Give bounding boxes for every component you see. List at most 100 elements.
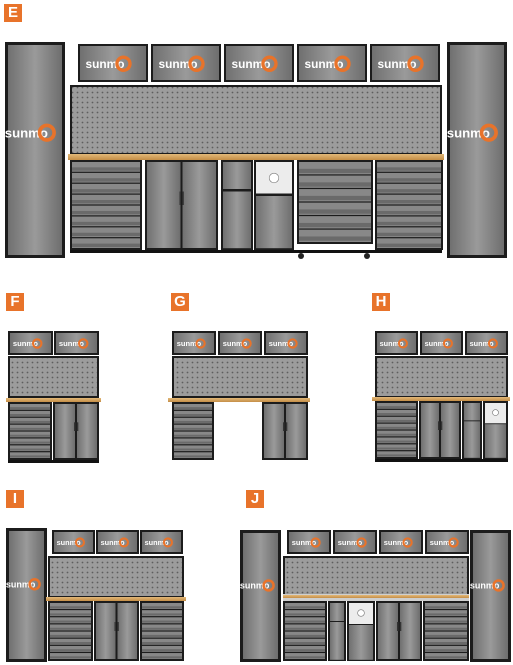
- tall-cabinet-door: [8, 45, 62, 255]
- drawer-cabinet: [375, 401, 418, 459]
- drawer-handle: [425, 613, 467, 616]
- drawer-handle: [425, 656, 467, 659]
- drawer: [377, 238, 441, 248]
- drawer-handle: [142, 634, 182, 637]
- top-cabinet-door: [153, 46, 219, 80]
- top-cabinet-door: [266, 333, 306, 353]
- drawer-handle: [72, 232, 140, 237]
- brand-logo: sunmo: [101, 538, 125, 547]
- top-cabinet-door: [80, 46, 146, 80]
- drawer: [142, 638, 182, 645]
- drawer-handle: [377, 167, 441, 171]
- top-cabinet-door: [98, 532, 137, 552]
- drawer: [142, 610, 182, 617]
- brand-logo: sunmo: [177, 339, 202, 348]
- drawer-handle: [72, 178, 140, 182]
- pegboard: [285, 558, 467, 594]
- drawer: [174, 438, 212, 445]
- caster-wheel: [298, 253, 304, 259]
- drawer-handle: [377, 178, 441, 182]
- top-cabinet-door: [10, 333, 51, 353]
- drawer: [174, 410, 212, 417]
- drawer-handle: [10, 434, 50, 437]
- small-door: [330, 622, 344, 660]
- drawer-handle: [142, 649, 182, 652]
- pegboard: [377, 358, 506, 396]
- brand-logo-mark: [31, 338, 43, 349]
- drawer-cabinet: [172, 402, 214, 460]
- brand-logo: sunmo: [425, 339, 449, 348]
- top-cabinet-door: [174, 333, 214, 353]
- drawer-handle: [142, 656, 182, 659]
- brand-logo: sunmo: [269, 339, 294, 348]
- brand-logo: sunmo: [380, 339, 404, 348]
- brand-logo: sunmo: [447, 125, 490, 140]
- paper-roll: [492, 409, 499, 416]
- drawer-handle: [377, 447, 416, 450]
- top-cabinet-door: [381, 532, 421, 552]
- drawer-cabinet: [8, 402, 52, 460]
- variant-badge-j: J: [246, 490, 264, 508]
- brand-logo: sunmo: [57, 538, 81, 547]
- brand-logo-mark: [77, 338, 89, 349]
- brand-logo: sunmo: [223, 339, 248, 348]
- cabinet-door-left: [96, 603, 116, 659]
- drawer: [72, 194, 140, 205]
- drawer-handle: [174, 448, 212, 451]
- drawer-handle: [377, 454, 416, 457]
- brand-logo-mark: [262, 579, 275, 592]
- drawer-handle: [50, 606, 91, 609]
- brand-logo-mark: [118, 537, 129, 548]
- brand-logo-mark: [402, 537, 413, 548]
- top-cabinet-door: [226, 46, 292, 80]
- drawer: [174, 452, 212, 458]
- drawer: [425, 645, 467, 652]
- drawer-handle: [174, 434, 212, 437]
- door-handle: [285, 422, 288, 431]
- paper-roll: [357, 609, 365, 617]
- drawer: [72, 183, 140, 194]
- drawer-handle: [72, 243, 140, 248]
- drawer: [377, 162, 441, 172]
- door-handle: [114, 622, 116, 631]
- drawer: [142, 603, 182, 609]
- top-cabinet-door: [142, 532, 181, 552]
- drawer-handle: [50, 656, 91, 659]
- drawer: [174, 424, 212, 431]
- drawer-handle: [142, 613, 182, 616]
- drawer: [50, 645, 91, 652]
- pegboard: [72, 87, 440, 153]
- brand-logo-mark: [479, 123, 498, 142]
- drawer: [50, 603, 91, 609]
- drawer-handle: [174, 455, 212, 458]
- wooden-worktop: [372, 397, 510, 401]
- drawer: [72, 227, 140, 238]
- wooden-worktop: [46, 597, 186, 601]
- drawer-handle: [50, 642, 91, 645]
- door-handle: [179, 191, 181, 205]
- drawer: [377, 172, 441, 183]
- brand-logo-mark: [162, 537, 173, 548]
- drawer: [425, 617, 467, 624]
- tall-cabinet-door: [9, 531, 44, 659]
- brand-logo-mark: [407, 55, 424, 72]
- drawer-handle: [285, 613, 325, 616]
- door-handle: [438, 421, 440, 430]
- drawer-handle: [425, 627, 467, 630]
- drawer: [50, 610, 91, 617]
- bin-door: [485, 424, 506, 458]
- drawer: [50, 631, 91, 638]
- brand-logo-mark: [397, 338, 408, 349]
- cabinet-door-left: [378, 603, 398, 659]
- drawer-handle: [174, 441, 212, 444]
- drawer-handle: [377, 406, 416, 409]
- drawer-handle: [285, 656, 325, 659]
- drawer: [72, 216, 140, 227]
- drawer: [174, 431, 212, 438]
- drawer-handle: [72, 221, 140, 226]
- drawer-cabinet: [140, 601, 184, 661]
- drawer: [10, 445, 50, 452]
- drawer-handle: [142, 606, 182, 609]
- door-handle: [76, 422, 79, 431]
